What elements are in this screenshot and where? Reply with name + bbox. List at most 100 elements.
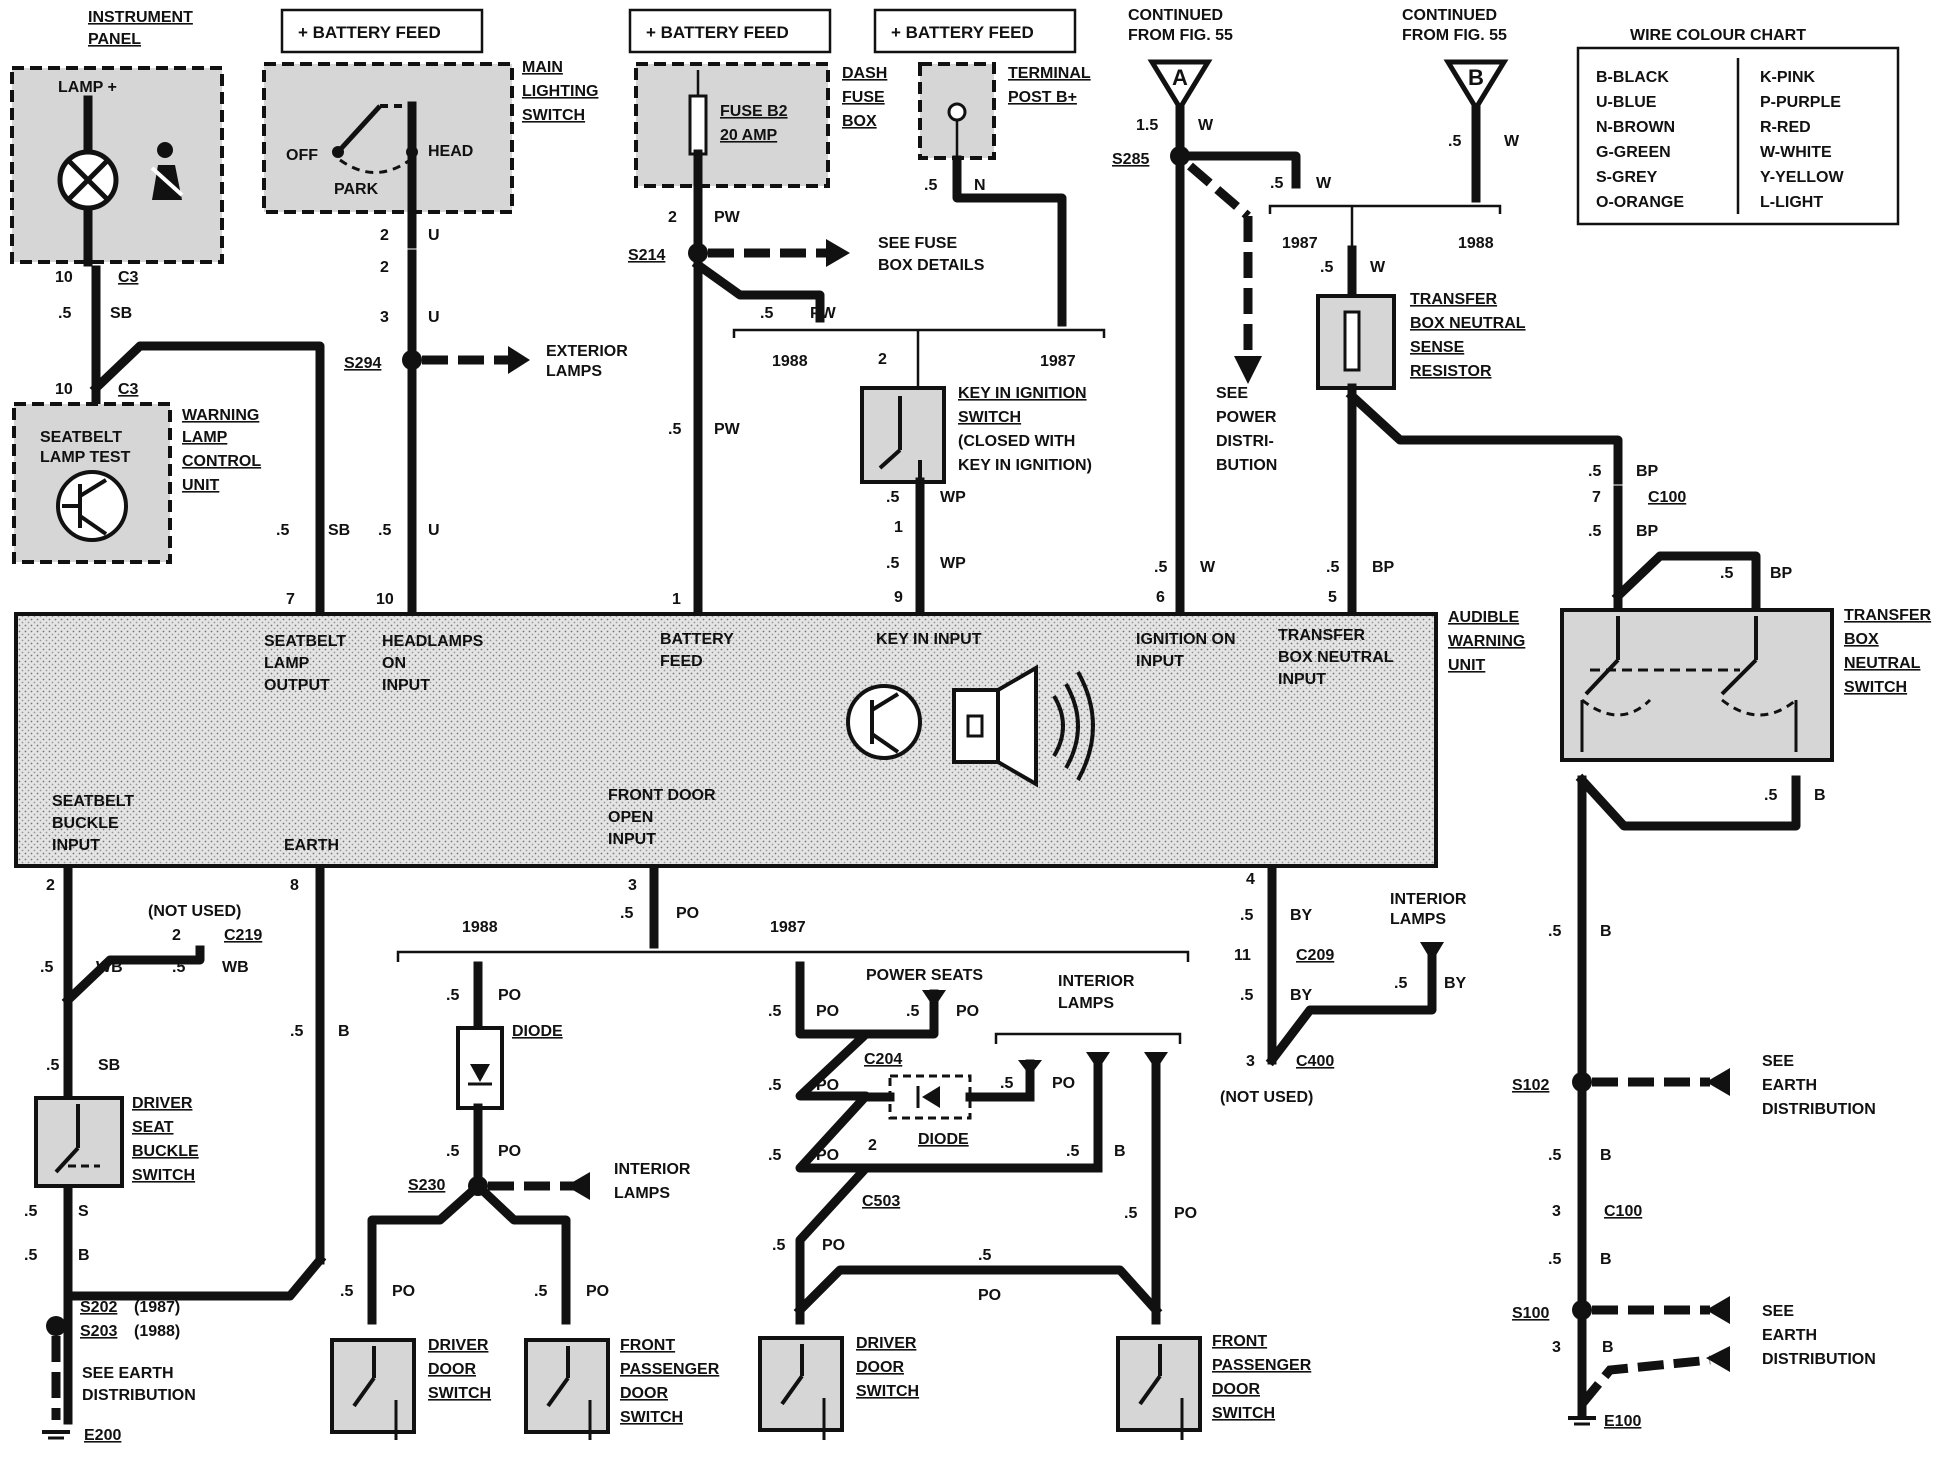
wl-05-wb-a: .5 — [40, 959, 53, 976]
wl-n: N — [974, 177, 986, 194]
colour-chart-title: WIRE COLOUR CHART — [1630, 27, 1806, 44]
diode-2-icon — [922, 1086, 940, 1108]
wl-10a: 10 — [55, 269, 73, 286]
wl-wp-a: WP — [940, 489, 966, 506]
colour-chart-entry: R-RED — [1760, 119, 1811, 136]
awu-bf-2: FEED — [660, 653, 703, 670]
tb-switch-box — [1560, 608, 1834, 762]
wl-7b: 7 — [1592, 489, 1601, 506]
wl-b-f: B — [78, 1247, 90, 1264]
wlcu-4: UNIT — [182, 477, 220, 494]
wl-po-a: PO — [676, 905, 699, 922]
wl-05-by-a: .5 — [1240, 907, 1253, 924]
wl-wb-a: WB — [96, 959, 123, 976]
see-power-2: POWER — [1216, 409, 1277, 426]
wl-05-po-j: .5 — [906, 1003, 919, 1020]
wl-po-h: PO — [816, 1147, 839, 1164]
colour-chart-entry: K-PINK — [1760, 69, 1816, 86]
awu-sl-1: SEATBELT — [264, 633, 346, 650]
dds1-2: DOOR — [428, 1361, 476, 1378]
colour-chart-entry: L-LIGHT — [1760, 194, 1823, 211]
wl-05-pw-b: .5 — [668, 421, 681, 438]
kis-4: KEY IN IGNITION) — [958, 457, 1092, 474]
dds2-1: DRIVER — [856, 1335, 917, 1352]
conn-c3a: C3 — [118, 269, 139, 286]
fpds2-1: FRONT — [1212, 1333, 1267, 1350]
wl-05-n: .5 — [924, 177, 937, 194]
awu-sl-2: LAMP — [264, 655, 310, 672]
conn-e200: E200 — [84, 1427, 121, 1444]
seatbelt-icon — [150, 142, 184, 200]
battery-feed-box-3 — [873, 8, 1077, 54]
wlcu-2: LAMP — [182, 429, 228, 446]
seatbelt-lamp-test-2: LAMP TEST — [40, 449, 131, 466]
awu-sb-1: SEATBELT — [52, 793, 134, 810]
wl-w-c: W — [1504, 133, 1520, 150]
ground-icon-e100 — [1568, 1416, 1596, 1426]
wl-sb-a: SB — [110, 305, 132, 322]
wl-b-g: B — [338, 1023, 350, 1040]
wl-05-bp-c: .5 — [1588, 523, 1601, 540]
wl-3c: 3 — [1552, 1203, 1561, 1220]
tbs-2: BOX — [1844, 631, 1879, 648]
see-power-1: SEE — [1216, 385, 1248, 402]
dash-fuse-box — [634, 62, 830, 188]
wl-05-po-g: .5 — [768, 1077, 781, 1094]
conn-c219: C219 — [224, 927, 262, 944]
tbs-3: NEUTRAL — [1844, 655, 1921, 672]
wl-5: 5 — [1328, 589, 1337, 606]
awu-sl-3: OUTPUT — [264, 677, 330, 694]
wl-2c: 2 — [668, 209, 677, 226]
conn-c209: C209 — [1296, 947, 1334, 964]
connector-b-letter: B — [1468, 65, 1484, 90]
see-power-3: DISTRI- — [1216, 433, 1274, 450]
awu-3: UNIT — [1448, 657, 1486, 674]
main-lighting-switch-box — [262, 62, 514, 214]
wl-3d: 3 — [1552, 1339, 1561, 1356]
speaker-icon — [952, 664, 1095, 788]
mls-3: SWITCH — [522, 107, 585, 124]
fpds1-4: SWITCH — [620, 1409, 683, 1426]
kis-1: KEY IN IGNITION — [958, 385, 1087, 402]
see-earth-1a: SEE EARTH — [82, 1365, 174, 1382]
continued-b-line1: CONTINUED — [1402, 7, 1497, 24]
instrument-panel-label-2: PANEL — [88, 31, 141, 48]
wl-05-b-a: .5 — [1764, 787, 1777, 804]
wl-05-by-c: .5 — [1394, 975, 1407, 992]
wl-sb-c: SB — [98, 1057, 120, 1074]
dds1-1: DRIVER — [428, 1337, 489, 1354]
wl-05-w-c: .5 — [1320, 259, 1333, 276]
wl-05-po-a: .5 — [620, 905, 633, 922]
see-power-4: BUTION — [1216, 457, 1277, 474]
colour-chart-entry: Y-YELLOW — [1760, 169, 1844, 186]
wl-3e: 3 — [628, 877, 637, 894]
dfb-2: FUSE — [842, 89, 885, 106]
battery-feed-box-2 — [628, 8, 832, 54]
wl-05-po-e: .5 — [534, 1283, 547, 1300]
awu-1: AUDIBLE — [1448, 609, 1519, 626]
fuse-icon — [688, 94, 708, 156]
wl-05-po-i: .5 — [772, 1237, 785, 1254]
wl-bp-d: BP — [1770, 565, 1793, 582]
wl-po-d: PO — [392, 1283, 415, 1300]
wl-po-e: PO — [586, 1283, 609, 1300]
tbs-1: TRANSFER — [1844, 607, 1932, 624]
int-lamps-1b: LAMPS — [614, 1185, 670, 1202]
fpds1-1: FRONT — [620, 1337, 675, 1354]
see-earth-3c: DISTRIBUTION — [1762, 1351, 1876, 1368]
splice-s230-label: S230 — [408, 1177, 445, 1194]
splice-s203-label: S203 — [80, 1323, 117, 1340]
wl-b-e: B — [1602, 1339, 1614, 1356]
colour-chart-right: K-PINKP-PURPLER-REDW-WHITEY-YELLOWL-LIGH… — [1760, 69, 1844, 211]
int-lamps-1a: INTERIOR — [614, 1161, 691, 1178]
wl-2b: 2 — [380, 259, 389, 276]
conn-c400: C400 — [1296, 1053, 1334, 1070]
splice-s202-yr: (1987) — [134, 1299, 180, 1316]
dfb-3: BOX — [842, 113, 877, 130]
wl-pw-b: PW — [810, 305, 837, 322]
key-ignition-switch-box — [860, 386, 946, 484]
wl-u-a: U — [428, 227, 440, 244]
wl-s: S — [78, 1203, 89, 1220]
connector-a-letter: A — [1172, 65, 1188, 90]
